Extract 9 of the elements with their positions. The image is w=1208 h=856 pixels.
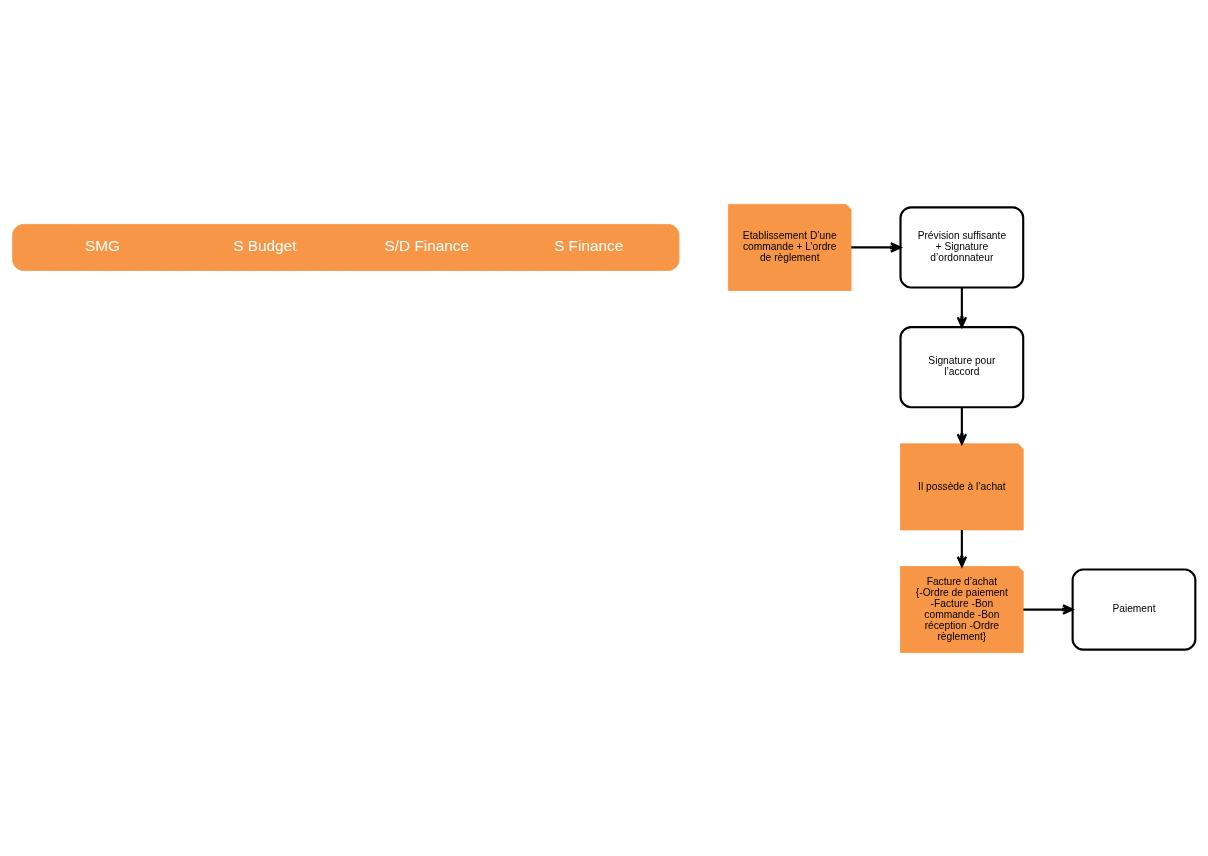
arrow bbox=[956, 406, 968, 445]
arrow bbox=[851, 241, 902, 253]
arrow bbox=[956, 529, 968, 567]
node-box: SMG S Budget S/D Finance S Finance bbox=[12, 223, 680, 271]
node-box: Paiement bbox=[1071, 567, 1197, 651]
node-box: Signature pour l’accord bbox=[899, 325, 1025, 408]
arrow bbox=[1023, 603, 1074, 615]
arrow bbox=[956, 287, 968, 328]
node-box: Prévision suffisante + Signature d’ordonnateur bbox=[899, 205, 1025, 289]
